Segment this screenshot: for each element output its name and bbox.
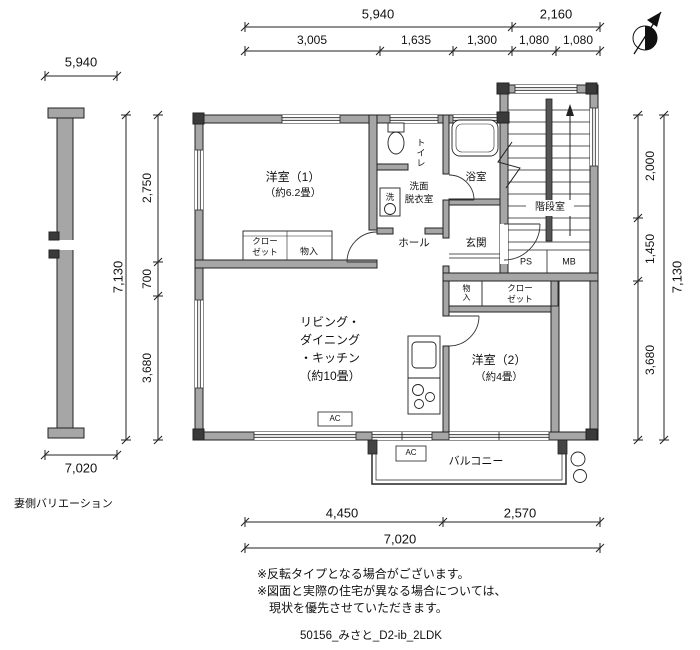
room2-name: 洋室（2） bbox=[471, 353, 527, 367]
bathroom-label: 浴室 bbox=[465, 170, 487, 183]
dim-left-seg3: 3,680 bbox=[140, 352, 154, 384]
dim-right-seg2: 1,450 bbox=[643, 233, 657, 265]
closet1-label-2: ゼット bbox=[252, 246, 278, 257]
storage1-label: 物入 bbox=[299, 246, 319, 257]
note-line-2: ※図面と実際の住宅が異なる場合については、 bbox=[257, 584, 507, 598]
storage2-label: 物入 bbox=[462, 284, 471, 302]
ldk-label-4: （約10畳） bbox=[299, 369, 361, 383]
dim-top-seg4: 1,080 bbox=[518, 33, 550, 47]
dim-bottom-seg1: 4,450 bbox=[325, 505, 359, 521]
fixtures bbox=[242, 119, 559, 462]
closet2-label-1: クロー bbox=[507, 282, 533, 293]
entrance-label: 玄関 bbox=[465, 236, 487, 249]
balcony-label: バルコニー bbox=[448, 455, 504, 468]
windows bbox=[195, 85, 598, 440]
washroom-label-2: 脱衣室 bbox=[404, 194, 434, 206]
toilet-label: トイレ bbox=[415, 138, 426, 168]
dim-left-total: 7,130 bbox=[110, 260, 126, 294]
note-line-1: ※反転タイプとなる場合がございます。 bbox=[257, 567, 470, 581]
dim-left-seg2: 700 bbox=[140, 268, 154, 290]
ac-unit-label-ldk: AC bbox=[329, 414, 341, 423]
ldk-label-1: リビング・ bbox=[299, 315, 361, 329]
dim-right-seg1: 2,000 bbox=[643, 150, 657, 182]
north-arrow-icon bbox=[632, 11, 662, 55]
room1-size: （約6.2畳） bbox=[264, 186, 322, 199]
plan-id: 50156_みさと_D2-ib_2LDK bbox=[300, 630, 442, 642]
washroom-label-1: 洗面 bbox=[409, 181, 429, 193]
dim-side-top: 5,940 bbox=[64, 54, 98, 70]
dim-top-seg2: 1,635 bbox=[400, 33, 432, 47]
hall-label: ホール bbox=[398, 236, 430, 249]
stairwell-detail bbox=[497, 98, 590, 273]
mb-label: MB bbox=[562, 256, 576, 267]
closet2-label-2: ゼット bbox=[507, 293, 533, 304]
dimension-lines bbox=[40, 22, 669, 553]
gable-caption: 妻側バリエーション bbox=[14, 498, 113, 510]
gable-side-section bbox=[47, 107, 85, 439]
dim-right-total: 7,130 bbox=[669, 260, 685, 294]
note-line-3: 現状を優先させていただきます。 bbox=[269, 601, 448, 615]
washer-label: 洗 bbox=[385, 191, 395, 202]
room2-size: （約4畳） bbox=[475, 370, 523, 383]
dim-bottom-total: 7,020 bbox=[383, 531, 417, 547]
dim-top-seg1: 3,005 bbox=[296, 33, 328, 47]
dim-bottom-seg2: 2,570 bbox=[503, 505, 537, 521]
ldk-label-3: ・キッチン bbox=[299, 351, 361, 365]
dim-top-stair: 2,160 bbox=[539, 6, 573, 22]
dim-top-seg3: 1,300 bbox=[466, 33, 498, 47]
ac-unit-label-balcony: AC bbox=[405, 448, 417, 457]
dim-top-seg5: 1,080 bbox=[562, 33, 594, 47]
room1-name: 洋室（1） bbox=[265, 170, 321, 184]
balcony-detail bbox=[367, 439, 587, 485]
dim-left-seg1: 2,750 bbox=[140, 172, 154, 204]
stairwell-label: 階段室 bbox=[533, 202, 567, 213]
dim-right-seg3: 3,680 bbox=[643, 344, 657, 376]
ldk-label-2: ダイニング bbox=[299, 333, 361, 347]
dim-top-main: 5,940 bbox=[361, 6, 395, 22]
closet1-label-1: クロー bbox=[252, 235, 278, 246]
dim-side-bottom: 7,020 bbox=[64, 460, 98, 476]
ps-label: PS bbox=[519, 256, 533, 267]
door-swings bbox=[346, 174, 541, 347]
